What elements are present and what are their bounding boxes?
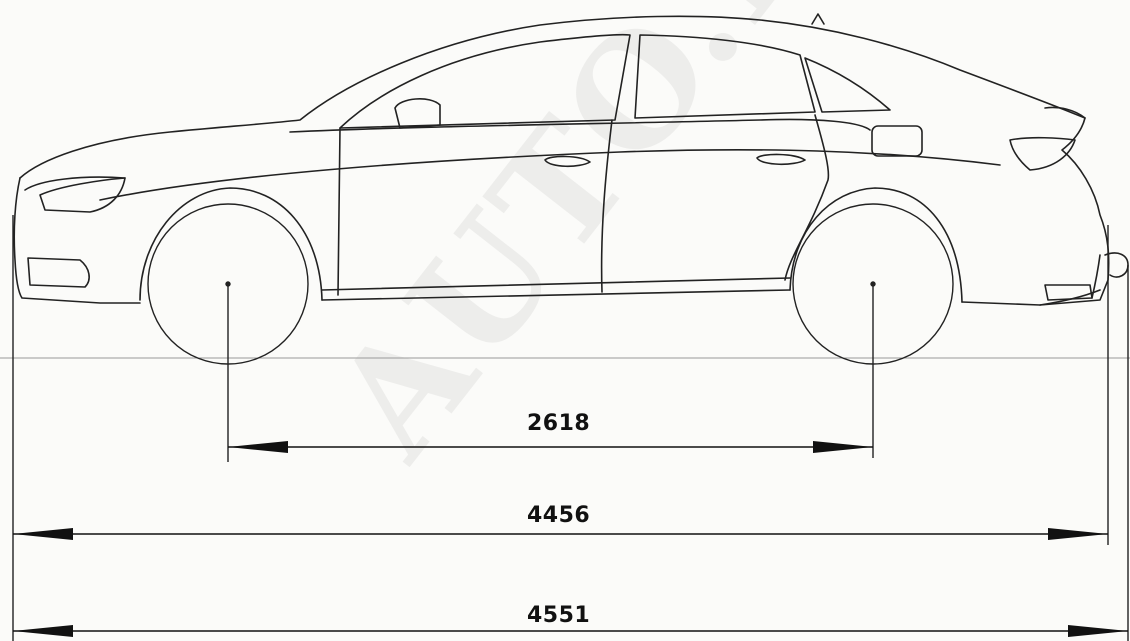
extension-lines <box>12 215 1129 641</box>
dimension-lines <box>13 441 1128 637</box>
length-label: 4456 <box>527 503 591 528</box>
wheelbase-label: 2618 <box>527 411 591 436</box>
car-body <box>13 13 1129 306</box>
length-with-towbar-label: 4551 <box>527 603 591 628</box>
